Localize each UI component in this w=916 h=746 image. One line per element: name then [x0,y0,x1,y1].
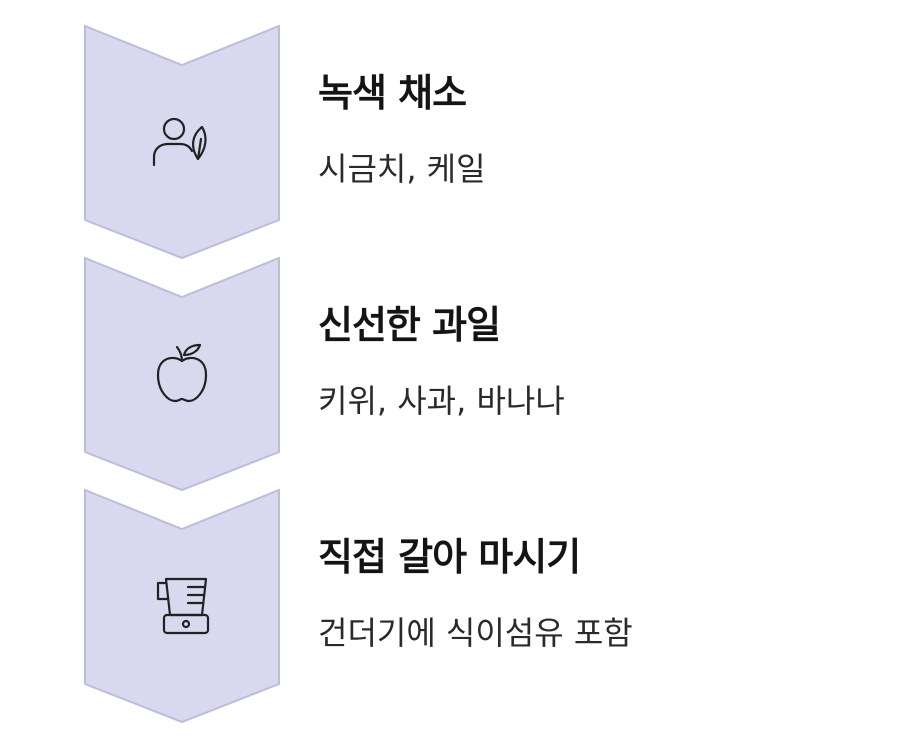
step-3-title: 직접 갈아 마시기 [318,535,581,579]
blender-icon [148,571,216,639]
step-2-title: 신선한 과일 [318,303,501,347]
apple-icon [148,339,216,407]
step-1-chevron [84,25,280,259]
chevron-shape [84,257,280,491]
chevron-shape [84,25,280,259]
step-3-description: 건더기에 식이섬유 포함 [318,614,633,652]
chevron-shape [84,489,280,723]
step-2-chevron [84,257,280,491]
step-3-chevron [84,489,280,723]
step-1-description: 시금치, 케일 [318,150,486,188]
step-1-title: 녹색 채소 [318,71,467,115]
step-2-description: 키위, 사과, 바나나 [318,382,565,420]
person-leaf-icon [148,107,216,175]
